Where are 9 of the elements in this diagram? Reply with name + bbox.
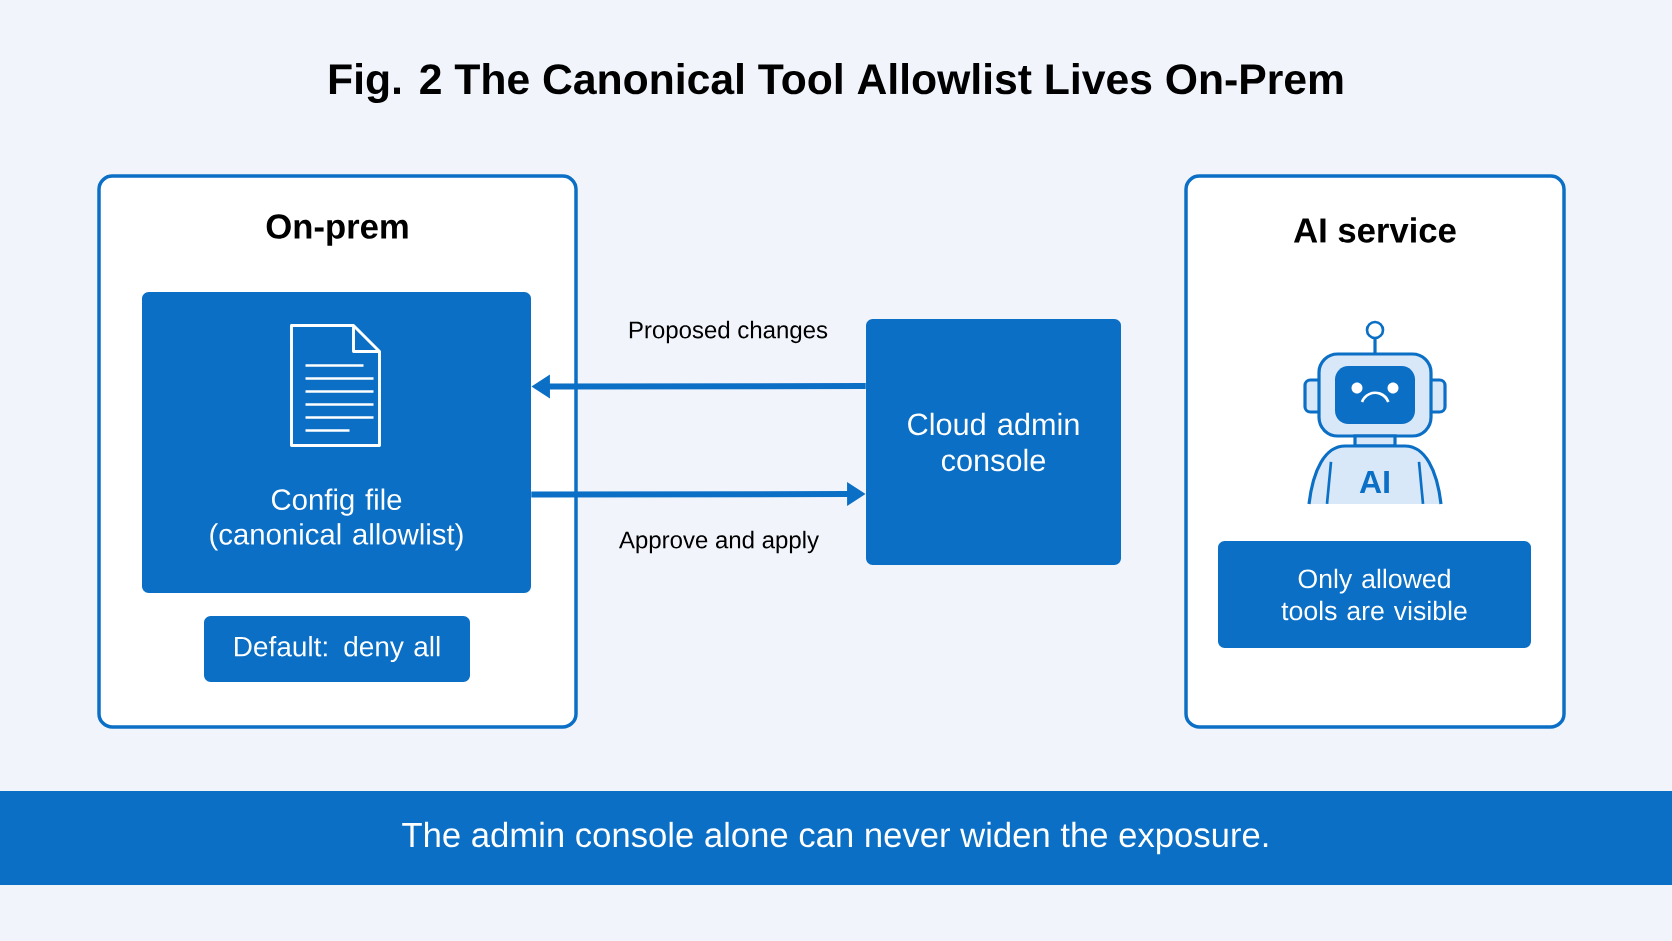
- process-box: Only allowed tools are visible: [1218, 541, 1531, 648]
- edge-label: Proposed changes: [625, 318, 831, 346]
- banner: The admin console alone can never widen the exposure.: [0, 791, 1672, 885]
- title: Fig. 2 The Canonical Tool Allowlist Lives On-Prem: [329, 63, 1343, 103]
- icon-label: AI: [1359, 471, 1389, 493]
- config-box: Config file (canonical allowlist): [142, 292, 531, 593]
- edge-label: Approve and apply: [616, 528, 822, 556]
- process-box: Cloud admin console: [866, 319, 1121, 565]
- process-box: Default: deny all: [204, 616, 470, 682]
